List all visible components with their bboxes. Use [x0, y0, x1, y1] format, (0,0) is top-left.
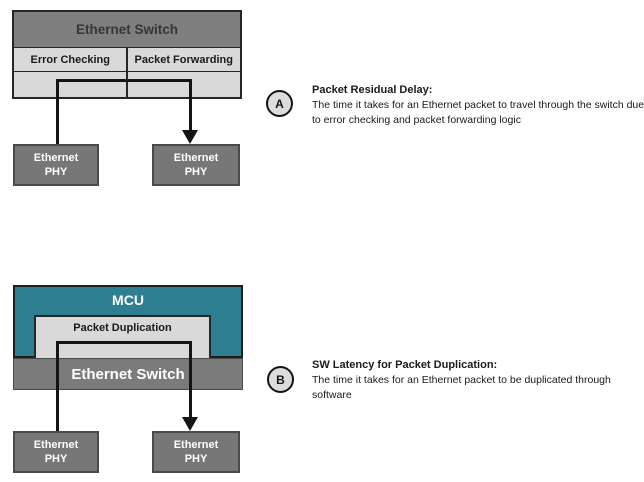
- ethernet-switch-band-b: Ethernet Switch: [13, 358, 243, 390]
- connector-a-right-vertical: [189, 79, 192, 131]
- callout-b-letter: B: [276, 372, 285, 387]
- ethernet-phy-box-a-left: Ethernet PHY: [13, 144, 99, 186]
- error-checking-cell: Error Checking: [14, 48, 128, 71]
- callout-a-letter: A: [275, 96, 284, 111]
- connector-a-horizontal: [56, 79, 192, 82]
- connector-b-horizontal: [56, 341, 192, 344]
- connector-b-right-vertical: [189, 341, 192, 419]
- phy-label-line2: PHY: [184, 453, 208, 465]
- callout-a-body: The time it takes for an Ethernet packet…: [312, 99, 644, 126]
- callout-b-title: SW Latency for Packet Duplication:: [312, 359, 498, 371]
- phy-label-line2: PHY: [44, 453, 68, 465]
- connector-b-left-vertical: [56, 341, 59, 431]
- callout-b-text: SW Latency for Packet Duplication: The t…: [312, 358, 644, 403]
- connector-a-left-vertical: [56, 79, 59, 144]
- arrowhead-down-icon: [182, 417, 198, 431]
- packet-forwarding-cell: Packet Forwarding: [134, 53, 233, 66]
- phy-label-line2: PHY: [184, 166, 208, 178]
- ethernet-phy-box-b-left: Ethernet PHY: [13, 431, 99, 473]
- callout-b-badge: B: [267, 366, 294, 393]
- ethernet-phy-box-a-right: Ethernet PHY: [152, 144, 240, 186]
- phy-label-line1: Ethernet: [173, 439, 219, 451]
- phy-label-line1: Ethernet: [33, 152, 79, 164]
- phy-label-line1: Ethernet: [33, 439, 79, 451]
- mcu-title: MCU: [112, 292, 144, 308]
- arrowhead-down-icon: [182, 130, 198, 144]
- ethernet-switch-body-a: Error Checking Packet Forwarding: [14, 48, 240, 97]
- packet-duplication-box: Packet Duplication: [34, 315, 211, 360]
- ethernet-switch-box-a: Ethernet Switch Error Checking Packet Fo…: [12, 10, 242, 99]
- ethernet-switch-title-b: Ethernet Switch: [71, 365, 185, 383]
- callout-b-body: The time it takes for an Ethernet packet…: [312, 374, 611, 401]
- ethernet-switch-title-a: Ethernet Switch: [14, 12, 240, 48]
- phy-label-line1: Ethernet: [173, 152, 219, 164]
- callout-a-text: Packet Residual Delay: The time it takes…: [312, 83, 644, 128]
- switch-body-divider: [126, 48, 128, 97]
- ethernet-phy-box-b-right: Ethernet PHY: [152, 431, 240, 473]
- callout-a-title: Packet Residual Delay:: [312, 84, 433, 96]
- packet-duplication-label: Packet Duplication: [73, 322, 172, 334]
- callout-a-badge: A: [266, 90, 293, 117]
- phy-label-line2: PHY: [44, 166, 68, 178]
